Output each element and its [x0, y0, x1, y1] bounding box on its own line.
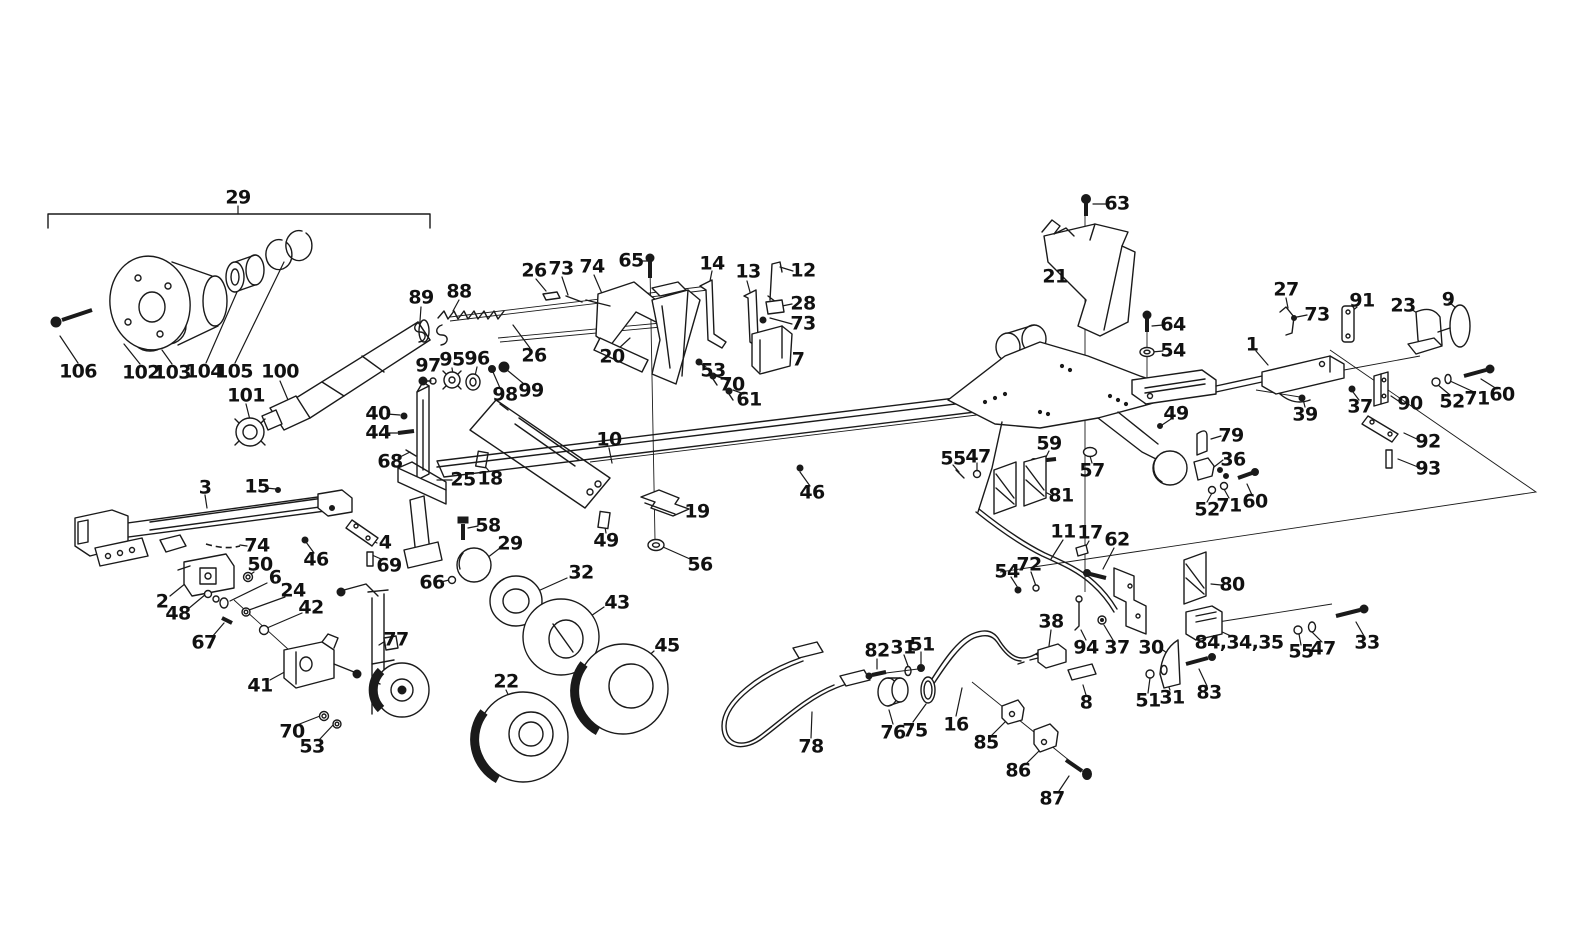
tongue-assembly — [75, 488, 378, 635]
main-frame — [948, 325, 1420, 512]
beam-clamp — [598, 490, 689, 551]
main-beam — [437, 391, 1016, 477]
fender-and-rail — [956, 431, 1368, 688]
center-panels — [450, 254, 708, 384]
frame-holes — [983, 364, 1127, 415]
wiring-harness — [722, 642, 1092, 780]
s-hook — [437, 325, 447, 345]
jockey-wheel — [284, 584, 429, 728]
small-hardware — [419, 362, 509, 390]
hub-assembly — [51, 231, 430, 446]
frame-bolts — [1140, 311, 1154, 357]
rear-bracket — [1042, 195, 1135, 337]
support-channel — [398, 382, 488, 568]
spring — [438, 311, 504, 319]
group-bracket — [48, 214, 430, 228]
lamp-brackets — [696, 262, 792, 400]
s-hook — [415, 322, 425, 342]
hitch-parts — [1280, 305, 1494, 468]
wheels — [449, 517, 669, 782]
leader-lines — [48, 204, 1536, 791]
spring-and-hooks — [415, 311, 504, 345]
wiring-junction — [930, 631, 1096, 685]
